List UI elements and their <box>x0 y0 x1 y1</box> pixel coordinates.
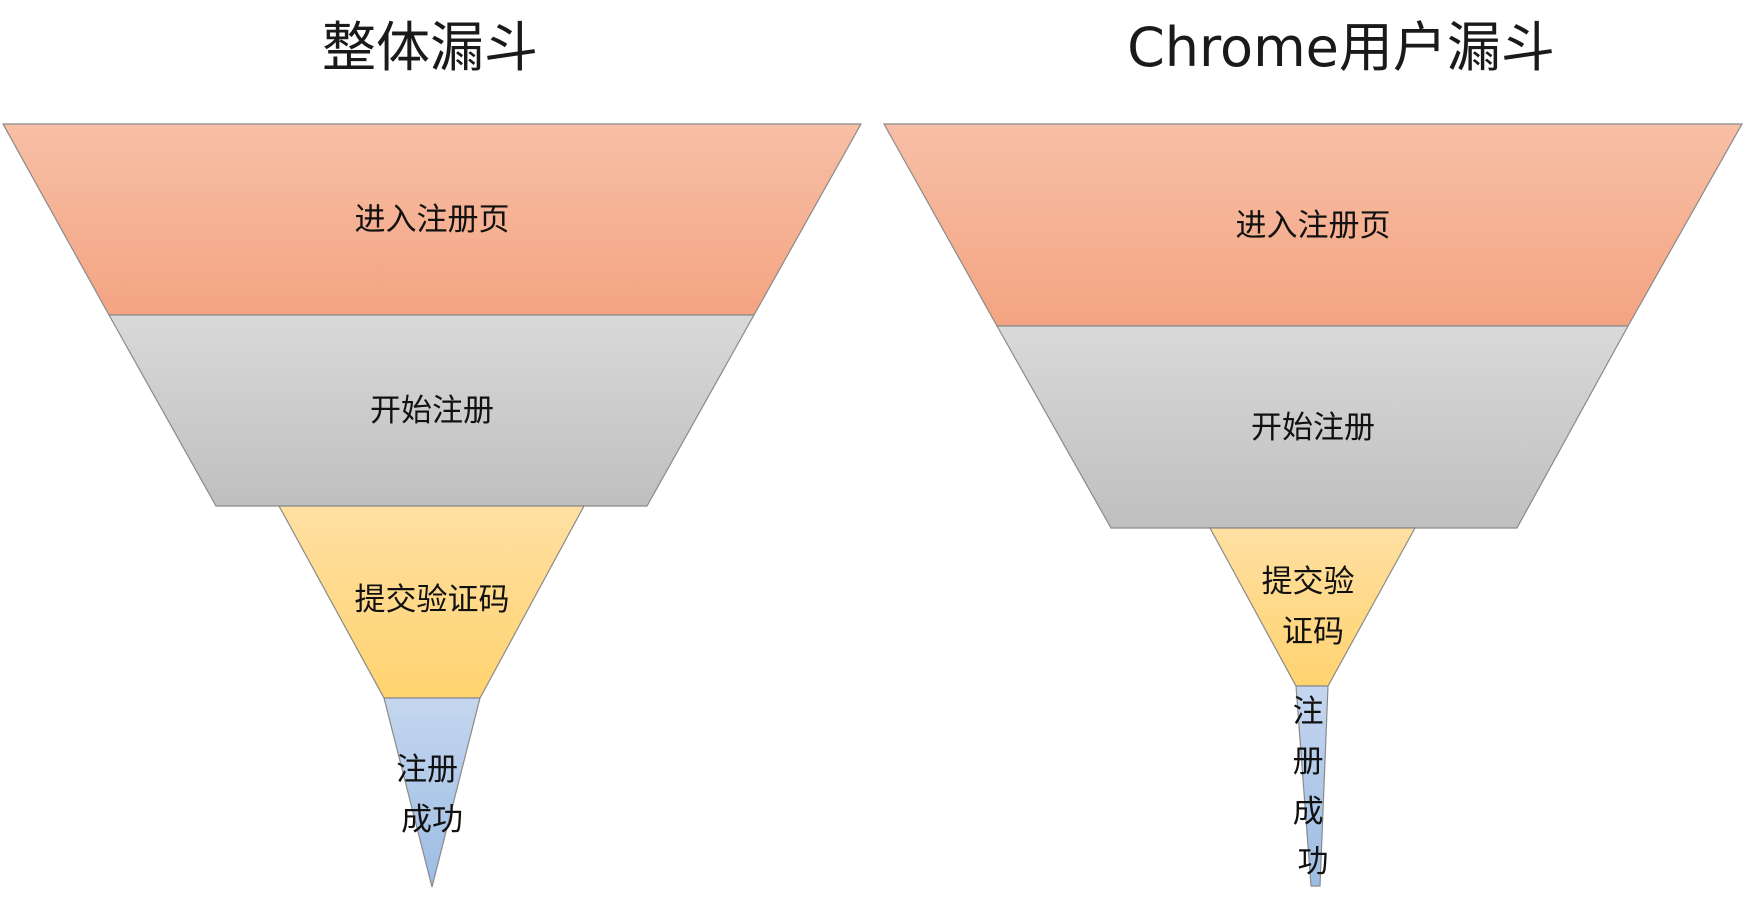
chrome-stage-register-success <box>1295 685 1329 887</box>
chrome-stage-start-register <box>995 325 1630 529</box>
overall-stage-start-register <box>107 314 756 507</box>
chrome-stage-enter-register-page-label: 进入注册页 <box>1236 208 1391 244</box>
overall-stage-register-success-label: 注册 成功 <box>396 752 468 838</box>
overall-funnel-title: 整体漏斗 <box>322 16 538 79</box>
overall-stage-enter-register-page-label: 进入注册页 <box>355 202 510 238</box>
chrome-stage-start-register-label: 开始注册 <box>1251 410 1375 446</box>
overall-stage-start-register-label: 开始注册 <box>370 393 494 429</box>
chrome-stage-submit-code-label: 提交验 证码 <box>1262 564 1365 650</box>
chrome-stage-submit-code-line-1: 提交验 <box>1262 564 1355 600</box>
overall-stage-register-success <box>383 697 481 888</box>
overall-stage-register-success-line-1: 注册 <box>396 752 458 788</box>
chrome-stage-register-success-char-3: 成 <box>1293 794 1324 830</box>
overall-stage-submit-code-label: 提交验证码 <box>355 582 510 618</box>
chrome-stage-register-success-char-1: 注 <box>1293 694 1324 730</box>
chrome-stage-register-success-char-4: 功 <box>1298 844 1329 880</box>
overall-funnel: 整体漏斗 进入注册页 开始注册 提交验证码 注册 成功 <box>1 16 863 888</box>
chrome-stage-register-success-label: 注 册 成 功 <box>1293 694 1334 880</box>
chrome-funnel: Chrome用户漏斗 进入注册页 开始注册 提交验 证码 注 册 成 功 <box>882 16 1744 887</box>
chrome-stage-submit-code <box>1208 527 1417 687</box>
overall-stage-register-success-line-2: 成功 <box>401 802 463 838</box>
chrome-stage-submit-code-line-2: 证码 <box>1282 614 1344 650</box>
chrome-funnel-title: Chrome用户漏斗 <box>1127 16 1555 79</box>
chrome-stage-register-success-char-2: 册 <box>1293 744 1324 780</box>
